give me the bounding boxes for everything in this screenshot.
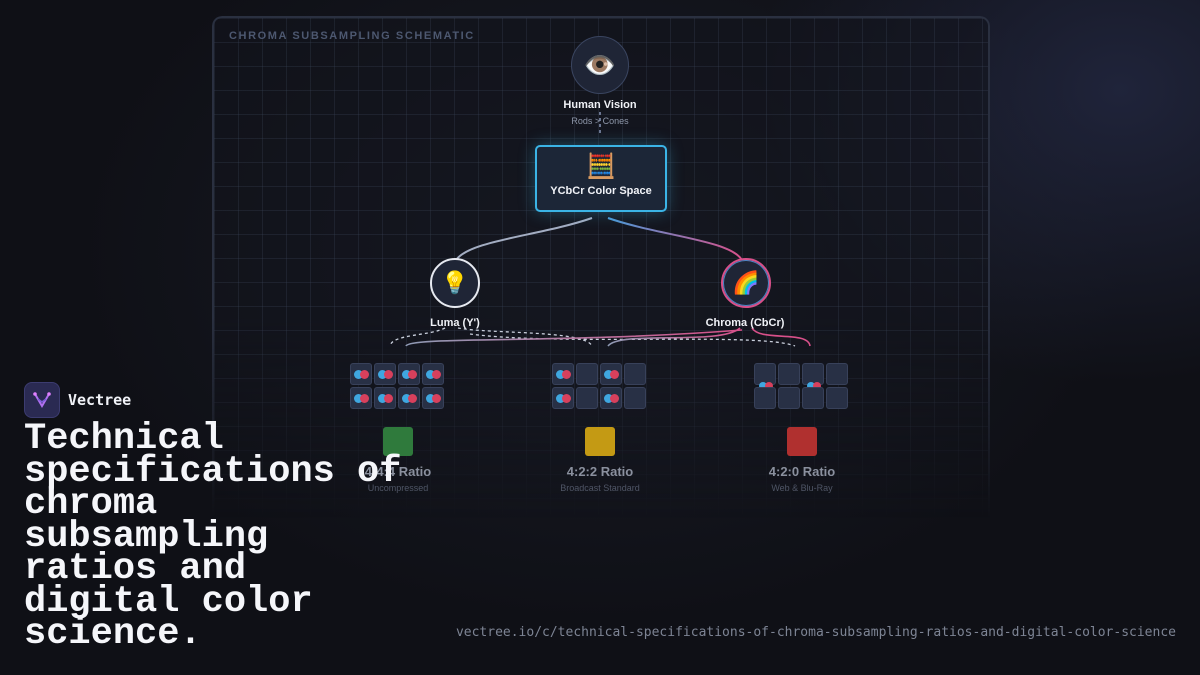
chroma-to-444-solid: [405, 329, 743, 347]
luma-to-ratio-dashed-left: [389, 327, 446, 347]
pixel-cell: [802, 363, 824, 390]
eye-icon: 👁️: [571, 36, 629, 94]
pixel-cell: [624, 363, 646, 385]
pixel-cell: [422, 363, 444, 385]
pixel-cell: [778, 363, 800, 385]
ycbcr-node: 🧮 YCbCr Color Space: [535, 145, 667, 212]
pixel-cell: [826, 363, 848, 385]
ratio-444-label: 4:4:4 Ratio: [364, 464, 432, 479]
vision-label: Human Vision: [563, 99, 637, 111]
ratio-422-label: 4:2:2 Ratio: [566, 464, 634, 479]
pixel-cell: [398, 363, 420, 385]
page-url[interactable]: vectree.io/c/technical-specifications-of…: [455, 625, 1176, 640]
pixel-cell: [552, 387, 574, 409]
chroma-branch: [607, 217, 743, 261]
pixel-cell: [374, 363, 396, 385]
chroma-to-420-solid: [751, 327, 811, 347]
grid-444: [350, 363, 444, 409]
pixel-cell: [398, 387, 420, 409]
pixel-cell: [374, 387, 396, 409]
pixel-cell: [802, 387, 824, 409]
yellow-square-icon: [585, 427, 615, 456]
ratio-444-sublabel: Uncompressed: [367, 483, 429, 493]
pixel-cell: [350, 363, 372, 385]
pixel-cell: [422, 387, 444, 409]
rainbow-icon: 🌈: [721, 258, 771, 308]
luma-branch: [455, 217, 593, 261]
pixel-cell: [778, 387, 800, 409]
pixel-cell: [754, 387, 776, 409]
brand-name: Vectree: [68, 391, 132, 409]
grid-420: [754, 363, 848, 409]
pixel-cell: [576, 387, 598, 409]
lightbulb-icon: 💡: [430, 258, 480, 308]
brand[interactable]: Vectree: [24, 382, 131, 418]
page-title: Technical specifications of chroma subsa…: [24, 418, 402, 655]
pixel-cell: [576, 363, 598, 385]
chroma-to-422-solid: [607, 327, 741, 347]
luma-label: Luma (Y'): [430, 317, 480, 329]
pixel-cell: [754, 363, 776, 390]
vectree-logo-icon: [24, 382, 60, 418]
pixel-cell: [826, 387, 848, 409]
grid-422: [552, 363, 646, 409]
abacus-icon: 🧮: [586, 153, 616, 180]
green-square-icon: [383, 427, 413, 456]
ratio-420-sublabel: Web & Blu-Ray: [771, 483, 833, 493]
ratio-420-label: 4:2:0 Ratio: [768, 464, 836, 479]
luma-to-ratio-dashed-right: [457, 327, 593, 347]
pixel-cell: [600, 363, 622, 385]
pixel-cell: [350, 387, 372, 409]
ratio-422-sublabel: Broadcast Standard: [560, 483, 640, 493]
pixel-cell: [600, 387, 622, 409]
schematic-title: CHROMA SUBSAMPLING SCHEMATIC: [229, 30, 475, 42]
vision-sublabel: Rods > Cones: [571, 116, 629, 126]
schematic-panel: [212, 16, 990, 518]
pixel-cell: [624, 387, 646, 409]
chroma-label: Chroma (CbCr): [705, 317, 785, 329]
pixel-cell: [552, 363, 574, 385]
ycbcr-label: YCbCr Color Space: [550, 185, 652, 197]
red-square-icon: [787, 427, 817, 456]
